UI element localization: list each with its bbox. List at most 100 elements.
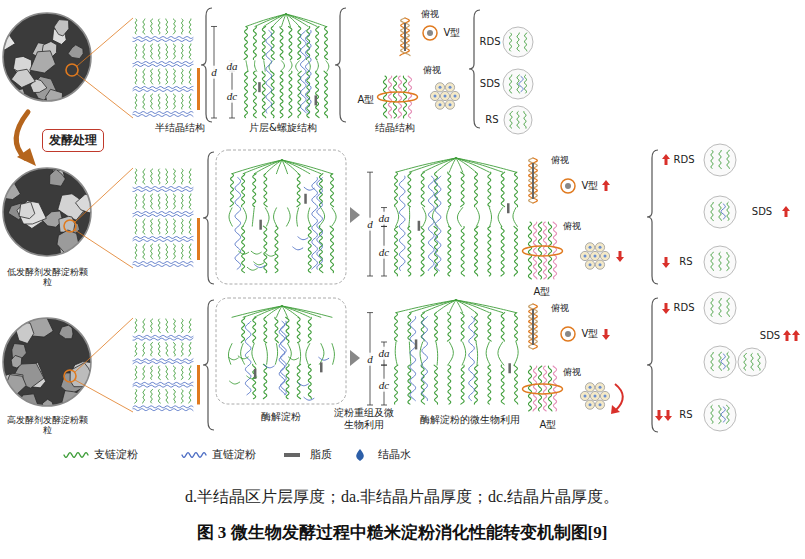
amylose-chain (422, 317, 428, 401)
starch-chain (408, 172, 411, 207)
zoom-line (75, 230, 133, 268)
sem-granule-image (0, 160, 133, 268)
starch-chain (253, 174, 256, 207)
legend-item: 直链淀粉 (180, 447, 256, 462)
starch-chain (456, 300, 489, 313)
starch-chain (461, 313, 464, 342)
zoom-highlight (64, 370, 76, 382)
starch-chain (719, 252, 721, 270)
starch-chain (181, 390, 183, 404)
starch-granule (11, 69, 35, 87)
decrease-arrow (662, 257, 670, 268)
starch-chain (727, 202, 729, 220)
legend-swatch (346, 448, 374, 462)
starch-chain (456, 158, 503, 172)
starch-chain (475, 313, 478, 342)
chain-fragment (304, 397, 314, 400)
starch-chain (189, 390, 191, 404)
starch-chain (711, 252, 713, 270)
starch-chain (135, 69, 136, 84)
starch-chain (173, 94, 175, 109)
amylose-chain (133, 189, 193, 191)
digestion-fraction (503, 27, 533, 57)
fraction-circle (503, 27, 533, 57)
chain-fragment (230, 381, 240, 384)
lamella-structure (228, 306, 334, 400)
starch-chain (166, 366, 168, 380)
amylose-chain (133, 90, 193, 92)
starch-chain (396, 300, 456, 313)
stage-label: 酶解淀粉的微生物利用 (419, 414, 521, 426)
starch-chain (182, 194, 183, 209)
starch-chain (436, 342, 438, 365)
lipid (315, 95, 318, 105)
dimension-label: da (378, 347, 391, 360)
starch-chain (751, 354, 753, 371)
legend-text: 脂质 (310, 447, 332, 462)
dimension-tick (381, 405, 387, 406)
crystal-type: A型 (357, 94, 376, 106)
starch-chain (253, 26, 256, 59)
starch-chain (456, 158, 489, 172)
dimension-label: dc (378, 379, 390, 392)
decrease-arrow (664, 410, 672, 421)
starch-chain (135, 343, 137, 357)
amylose-chain (721, 204, 725, 219)
amylose-chain (133, 236, 193, 238)
dimension-label: d (366, 218, 374, 231)
helix-cross-section (595, 400, 604, 409)
starch-chain (253, 71, 256, 118)
starch-chain (135, 94, 136, 109)
starch-chain (151, 169, 153, 184)
dashed-panel (216, 150, 346, 284)
starch-chain (265, 306, 282, 317)
starch-chain (173, 366, 175, 380)
crystal-water (604, 255, 607, 258)
starch-chain (189, 343, 191, 357)
starch-chain (758, 354, 760, 371)
starch-chain (151, 69, 153, 84)
fraction-circle (704, 144, 736, 176)
starch-chain (166, 169, 168, 184)
lamella-structure (229, 160, 336, 273)
starch-chain (498, 342, 504, 365)
starch-chain (408, 208, 410, 227)
curly-brace (335, 8, 346, 122)
lipid (320, 362, 323, 372)
helix-cross-section (600, 391, 609, 400)
starch-chain (143, 194, 145, 209)
starch-chain (286, 364, 289, 399)
dimension-label: d (366, 353, 374, 366)
chain-fragment (239, 251, 249, 254)
chain-fragment (304, 187, 314, 190)
dimension-tick (367, 172, 373, 173)
starch-chain (275, 226, 278, 273)
digestion-fraction (738, 348, 766, 376)
amylose-sample (182, 452, 206, 457)
legend-item: 结晶水 (346, 447, 411, 462)
starch-chain (264, 14, 286, 26)
starch-chain (166, 194, 168, 209)
starch-chain (151, 44, 153, 59)
increase-arrow (783, 330, 791, 341)
starch-chain (436, 158, 456, 172)
starch-chain (297, 174, 300, 207)
starch-chain (434, 365, 437, 404)
starch-chain (143, 319, 145, 333)
view-label: 俯视 (422, 65, 442, 75)
starch-chain (474, 365, 478, 404)
amylose-chain (133, 211, 193, 213)
starch-chain (182, 19, 183, 34)
starch-chain (711, 352, 713, 370)
amylose-chain (133, 265, 193, 267)
digestion-fraction (504, 106, 532, 134)
double-helix-strand (543, 222, 546, 279)
crystal-ring (523, 246, 563, 256)
double-helix-strand (538, 366, 541, 411)
highlight-bar (197, 68, 200, 110)
starch-granule (0, 182, 20, 200)
dimension-label: da (378, 212, 391, 225)
starch-chain (264, 61, 265, 71)
crystal-water (584, 395, 587, 398)
amylose-chain (133, 64, 193, 66)
